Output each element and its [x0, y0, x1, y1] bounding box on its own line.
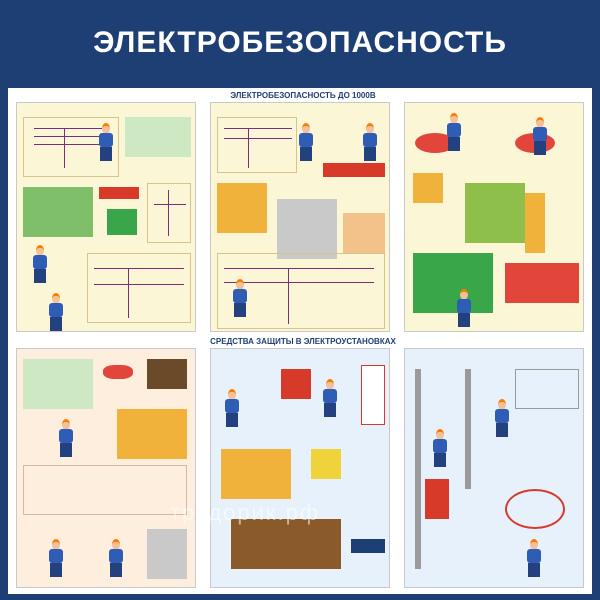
- panel-illustration: [277, 199, 337, 259]
- worker-figure: [31, 245, 49, 283]
- data-table-1: [23, 359, 93, 409]
- worker-figure: [297, 123, 315, 161]
- worker-figure: [525, 539, 543, 577]
- poster-6: [404, 348, 584, 588]
- radiator-illustration: [505, 263, 579, 303]
- section-title-bottom: СРЕДСТВА ЗАЩИТЫ В ЭЛЕКТРОУСТАНОВКАХ: [210, 337, 396, 346]
- poster-5: [210, 348, 390, 588]
- wiring-diagram-1: [23, 117, 119, 177]
- tool-illustration: [281, 369, 311, 399]
- worker-figure: [97, 123, 115, 161]
- protective-suit: [425, 479, 449, 519]
- pylon-illustration: [525, 193, 545, 253]
- wiring-diagram-1: [217, 117, 297, 173]
- worker-figure: [223, 389, 241, 427]
- wiring-diagram-2: [217, 253, 385, 329]
- watermark: трудорик.рф: [170, 500, 321, 525]
- worker-figure: [531, 117, 549, 155]
- worker-figure: [107, 539, 125, 577]
- cabinet-illustration: [147, 529, 187, 579]
- goggles-illustration: [103, 365, 133, 379]
- worker-figure: [361, 123, 379, 161]
- hazard-zone: [415, 133, 455, 153]
- wiring-diagram-3: [87, 253, 191, 323]
- worker-figure: [47, 293, 65, 331]
- substation-illustration: [465, 183, 525, 243]
- worker-figure: [431, 429, 449, 467]
- worker-figure: [445, 113, 463, 151]
- worker-figure: [493, 399, 511, 437]
- worker-figure: [47, 539, 65, 577]
- info-table: [23, 187, 93, 237]
- warning-sign: [311, 449, 341, 479]
- mat-illustration: [117, 409, 187, 459]
- poster-2: [210, 102, 390, 332]
- section-title-top: ЭЛЕКТРОБЕЗОПАСНОСТЬ ДО 1000В: [230, 91, 376, 100]
- label-box: [351, 539, 385, 553]
- gloves-illustration: [147, 359, 187, 389]
- worker-figure: [321, 379, 339, 417]
- ladder-illustration: [465, 369, 471, 489]
- switch-box: [107, 209, 137, 235]
- warning-labels: [361, 365, 385, 425]
- safety-belt-illustration: [505, 489, 565, 529]
- data-table-1: [125, 117, 191, 157]
- poster-panel: ЭЛЕКТРОБЕЗОПАСНОСТЬ ДО 1000В СРЕДСТВА ЗА…: [8, 88, 592, 594]
- tool-section: [23, 465, 187, 515]
- roof-illustration: [343, 213, 385, 253]
- wiring-diagram-2: [147, 183, 191, 243]
- worker-figure: [231, 279, 249, 317]
- warning-label: [99, 187, 139, 199]
- ground-illustration: [231, 519, 341, 569]
- pliers-illustration: [221, 449, 291, 499]
- pole-illustration: [415, 369, 421, 569]
- transformer-illustration: [217, 183, 267, 233]
- poster-4: [16, 348, 196, 588]
- worker-figure: [455, 289, 473, 327]
- poster-1: [16, 102, 196, 332]
- board-header: ЭЛЕКТРОБЕЗОПАСНОСТЬ: [0, 0, 600, 86]
- generator-illustration: [413, 253, 493, 313]
- warning-sign: [413, 173, 443, 203]
- poster-3: [404, 102, 584, 332]
- board-title: ЭЛЕКТРОБЕЗОПАСНОСТЬ: [93, 26, 507, 59]
- worker-figure: [57, 419, 75, 457]
- power-line-illustration: [515, 369, 579, 409]
- warning-label: [323, 163, 385, 177]
